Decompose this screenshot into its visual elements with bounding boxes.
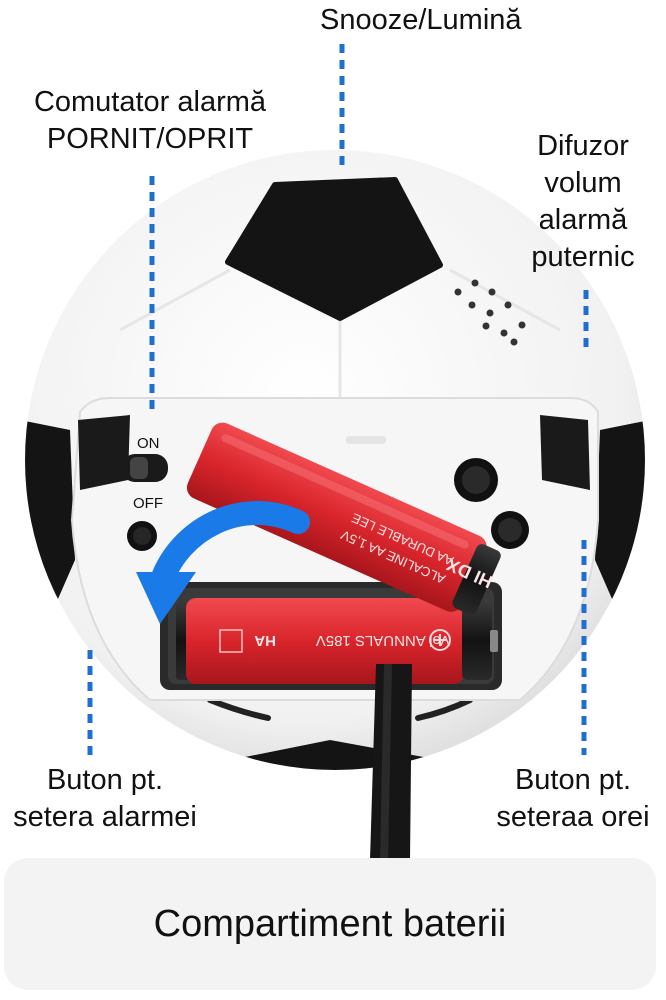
battery-installed xyxy=(176,598,498,684)
switch-off-label: OFF xyxy=(133,495,163,512)
label-alarm-switch-line-2: PORNIT/OPRIT xyxy=(46,123,254,155)
label-time-button-line-2: seteraa orei xyxy=(496,801,650,833)
label-alarm-button-line-1: Buton pt. xyxy=(46,764,164,796)
label-speaker: Difuzor volum alarmă puternic xyxy=(500,128,666,276)
label-time-button-line-1: Buton pt. xyxy=(514,764,632,796)
label-alarm-switch: Comutator alarmă PORNIT/OPRIT xyxy=(0,84,300,158)
battery-bottom-brand: HA xyxy=(254,632,276,649)
label-alarm-button-line-2: setera alarmei xyxy=(13,801,197,833)
insert-direction-arrow xyxy=(136,501,310,624)
label-speaker-line-4: puternic xyxy=(531,241,635,273)
label-alarm-switch-line-1: Comutator alarmă xyxy=(33,86,267,118)
switch-on-label: ON xyxy=(137,435,160,452)
snooze-rear-button[interactable] xyxy=(454,458,498,502)
label-snooze-text: Snooze/Lumină xyxy=(320,4,522,36)
battery-bottom-text: Vol ANNUALS 185V xyxy=(316,632,450,649)
battery-being-inserted xyxy=(186,422,501,615)
caption-box: Compartiment baterii xyxy=(4,858,656,990)
label-alarm-button: Buton pt. setera alarmei xyxy=(0,762,210,836)
alarm-on-off-switch[interactable] xyxy=(122,454,168,482)
label-speaker-line-2: volum xyxy=(544,167,622,199)
lanyard-strap xyxy=(370,664,412,860)
label-speaker-line-3: alarmă xyxy=(538,204,628,236)
label-time-button: Buton pt. seteraa orei xyxy=(480,762,666,836)
caption-text: Compartiment baterii xyxy=(153,902,507,945)
callout-lines xyxy=(87,44,589,755)
time-set-button[interactable] xyxy=(491,511,529,549)
label-snooze: Snooze/Lumină xyxy=(320,2,620,39)
label-speaker-line-1: Difuzor xyxy=(537,130,629,162)
speaker-grille xyxy=(454,279,526,346)
pentagon-patch xyxy=(225,177,443,321)
alarm-set-button[interactable] xyxy=(127,521,157,551)
